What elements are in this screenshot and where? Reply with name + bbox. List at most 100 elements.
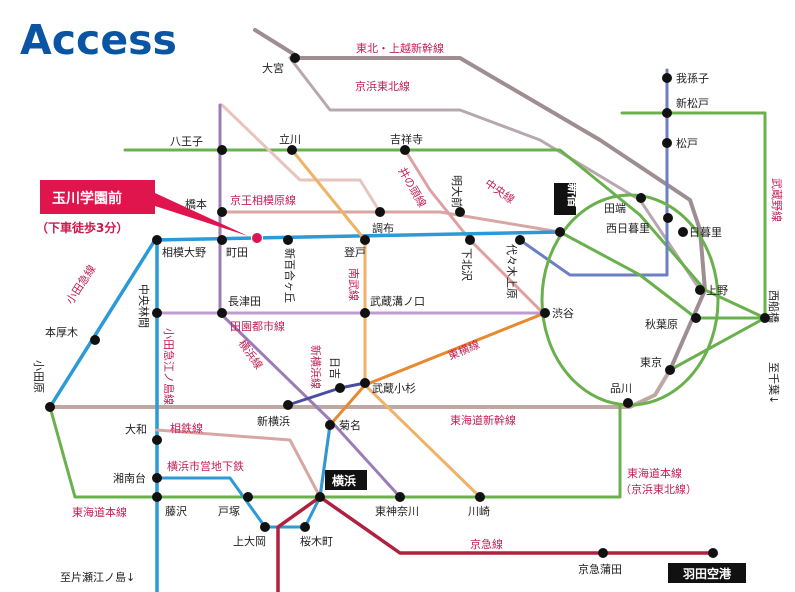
shinjuku-link (558, 230, 698, 320)
line-label: 京浜東北線 (355, 79, 410, 93)
station-dot (217, 145, 227, 155)
line-label: 井の頭線 (395, 165, 429, 210)
station-dot (300, 522, 310, 532)
haneda-box (668, 563, 746, 583)
station-dot (45, 402, 55, 412)
station-dot (152, 235, 162, 245)
yokohama-subway-line (155, 423, 332, 529)
station-dot (455, 207, 465, 217)
station-dot (691, 313, 701, 323)
station-dot (360, 308, 370, 318)
line-label: 東海道本線 (72, 505, 127, 519)
station-dot (540, 308, 550, 318)
station-label: 桜木町 (300, 534, 333, 548)
callout: 玉川学園前 （下車徒歩3分） (36, 180, 248, 236)
station-label: 小田原 (32, 360, 45, 393)
line-labels: 東北・上越新幹線 京浜東北線 中央線 京王相模原線 井の頭線 小田急線 小田急江… (63, 41, 784, 551)
station-label: 中央林間 (137, 284, 151, 328)
station-label: 西日暮里 (606, 221, 650, 235)
station-dot (90, 335, 100, 345)
station-label: 武蔵小杉 (372, 381, 416, 395)
callout-note: （下車徒歩3分） (36, 220, 128, 235)
station-labels: 大宮 我孫子 新松戸 松戸 八王子 立川 吉祥寺 橋本 調布 明大前 新宿 田端… (32, 61, 781, 584)
station-dot (662, 73, 672, 83)
station-dot (665, 365, 675, 375)
station-label: 我孫子 (676, 72, 709, 85)
station-label: 新松戸 (676, 96, 709, 110)
keio-sagamihara-line (218, 210, 562, 234)
station-dot (663, 213, 673, 223)
station-dot (335, 383, 345, 393)
line-label: 南武線 (347, 268, 361, 301)
station-label: 日暮里 (689, 225, 722, 239)
station-label: 日吉 (328, 357, 341, 379)
station-label: 秋葉原 (645, 317, 678, 331)
station-dot (152, 492, 162, 502)
station-label: 新宿 (566, 183, 581, 207)
line-label: 中央線 (482, 176, 517, 206)
station-label: 湘南台 (113, 471, 146, 485)
station-label: 町田 (226, 246, 248, 259)
station-dot (315, 492, 325, 502)
station-label: 相模大野 (162, 245, 206, 259)
station-label: 東京 (640, 355, 662, 369)
line-label: 新横浜線 (309, 345, 323, 389)
station-label: 大宮 (262, 61, 284, 75)
station-dot (360, 378, 370, 388)
station-label: 菊名 (339, 418, 361, 432)
station-label: 渋谷 (552, 307, 574, 320)
station-label: 品川 (610, 382, 632, 395)
station-label: 藤沢 (165, 504, 187, 518)
tokaido-line (48, 405, 622, 499)
joban-line (518, 68, 669, 277)
station-dot (217, 235, 227, 245)
station-dot (400, 145, 410, 155)
station-dots (45, 53, 770, 558)
station-label: 明大前 (450, 175, 464, 208)
station-dot (375, 207, 385, 217)
callout-station: 玉川学園前 (52, 190, 122, 207)
station-label: 橋本 (185, 197, 207, 211)
station-dot (217, 308, 227, 318)
line-label: 武蔵野線 (770, 178, 784, 222)
station-label: 羽田空港 (683, 566, 732, 581)
line-label: 東海道本線 (627, 466, 682, 480)
sotetsu-line (155, 428, 322, 499)
station-dot (636, 193, 646, 203)
musashino-line (620, 111, 767, 372)
page-title: Access (20, 16, 177, 64)
station-label: 田端 (604, 202, 626, 215)
station-label: 横浜 (332, 473, 356, 488)
station-dot (515, 235, 525, 245)
station-label: 登戸 (344, 245, 366, 259)
station-label: 長津田 (228, 295, 261, 308)
station-dot (260, 522, 270, 532)
odakyu-line (48, 230, 562, 409)
station-dot (287, 145, 297, 155)
station-dot (623, 398, 633, 408)
callout-box (40, 180, 248, 236)
station-dot (678, 227, 688, 237)
line-label: 田園都市線 (230, 319, 285, 333)
station-label: 戸塚 (218, 505, 240, 518)
station-dot (290, 53, 300, 63)
shin-yokohama-line (286, 381, 367, 407)
station-dot (243, 492, 253, 502)
station-dot (152, 308, 162, 318)
line-label: 相鉄線 (170, 421, 203, 435)
station-label: 上野 (706, 284, 728, 297)
tamagawa-gakuen-mae-dot (251, 232, 263, 244)
tokaido-shinkansen-line (48, 368, 672, 409)
station-label: 松戸 (676, 136, 698, 150)
station-dot (325, 420, 335, 430)
station-label: 至片瀬江ノ島↓ (60, 570, 135, 584)
station-dot (465, 235, 475, 245)
station-label: 新横浜 (257, 414, 290, 428)
line-label: 東横線 (446, 337, 482, 363)
station-dot (662, 138, 672, 148)
keihin-tohoku-line (288, 56, 702, 292)
station-label: 代々木上原 (505, 244, 518, 299)
station-label: 吉祥寺 (390, 132, 423, 146)
shinjuku-box (554, 183, 576, 215)
